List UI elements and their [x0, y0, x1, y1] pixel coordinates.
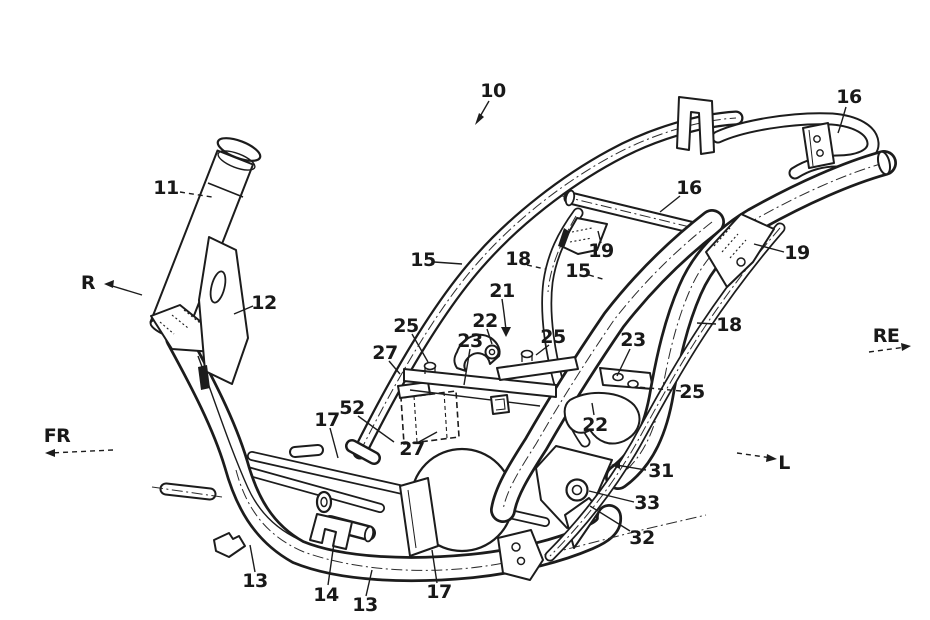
seat-stay-right — [544, 222, 786, 562]
hanger-bracket-rear — [599, 367, 654, 390]
head-tube-gusset — [198, 236, 249, 390]
rear-gusset-left — [558, 217, 608, 255]
battery-box — [400, 390, 460, 445]
footpeg-stub — [289, 444, 324, 458]
chain-guide-bracket — [497, 529, 544, 581]
pivot-bolt — [565, 478, 589, 502]
rear-gusset-right — [705, 213, 775, 288]
down-tube-bottom-rail — [165, 325, 707, 583]
battery-tray — [403, 349, 579, 415]
front-stand-bracket — [213, 532, 246, 558]
main-pipe-right — [490, 209, 725, 523]
carrier-mount-bracket — [802, 122, 835, 169]
engine-mount-rubber — [563, 391, 641, 445]
main-pipe-left — [352, 110, 744, 460]
direction-arrows — [45, 280, 911, 462]
leader-lines — [179, 100, 847, 597]
hanger-bracket-front — [453, 333, 501, 372]
front-engine-mount-tab — [151, 482, 223, 501]
pipe-joint-lug — [345, 439, 381, 465]
seat-rail-right — [605, 150, 897, 490]
fender-stay-bracket — [676, 96, 715, 155]
engine-hanger-cluster — [309, 477, 439, 557]
